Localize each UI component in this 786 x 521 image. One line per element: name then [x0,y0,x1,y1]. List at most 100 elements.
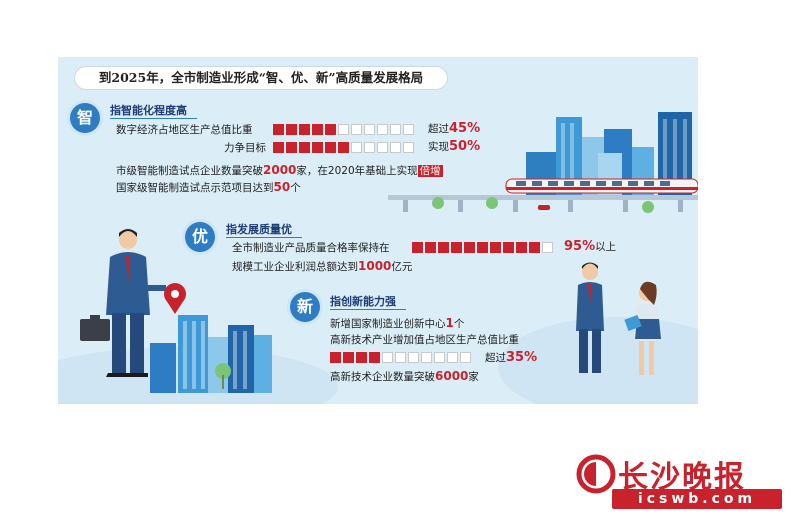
xin-line4: 高新技术企业数量突破6000家 [330,369,479,384]
progress-segment [403,142,414,153]
zhi-row2-value-line: 实现50% [428,140,480,154]
progress-segment [460,352,471,363]
zhi-line4-b: 个 [290,182,301,194]
progress-segment [364,124,375,135]
zhi-row2-bar [273,142,414,153]
progress-segment [273,124,284,135]
zhi-row1-prefix: 超过 [428,123,449,135]
you-heading: 指发展质量优 [226,222,302,238]
you-line1-label: 全市制造业产品质量合格率保持在 [232,242,390,254]
zhi-heading: 指智能化程度高 [110,103,197,119]
progress-segment [477,242,488,253]
colleagues-figure [576,262,661,375]
xin-line1: 新增国家制造业创新中心1个 [330,316,464,331]
xin-line4-a: 高新技术企业数量突破 [330,371,435,383]
progress-segment [403,124,414,135]
you-line2-a: 规模工业企业利润总额达到 [232,261,358,273]
xin-line2: 高新技术产业增加值占地区生产总值比重 [330,334,519,346]
location-pin-icon [164,283,186,314]
progress-segment [351,142,362,153]
progress-segment [299,124,310,135]
progress-segment [390,142,401,153]
zhi-line3-tag: 倍增 [417,165,443,177]
zhi-line3: 市级智能制造试点企业数量突破2000家，在2020年基础上实现倍增 [116,163,443,178]
progress-segment [369,352,380,363]
zhi-row1-label: 数字经济占地区生产总值比重 [116,124,253,136]
progress-segment [542,242,553,253]
you-badge: 优 [185,222,215,252]
progress-segment [286,124,297,135]
train-illustration [505,178,698,194]
newspaper-logo-icon [576,454,616,494]
progress-segment [451,242,462,253]
xin-line3-value-line: 超过35% [485,351,537,365]
infographic-panel [58,57,698,404]
zhi-line4-a: 国家级智能制造试点示范项目达到 [116,182,274,194]
page-title: 到2025年，全市制造业形成“智、优、新”高质量发展格局 [74,66,448,90]
xin-line1-a: 新增国家制造业创新中心 [330,318,446,330]
xin-line3-value: 35% [506,350,538,365]
zhi-line4-num: 50 [273,180,291,194]
zhi-line4: 国家级智能制造试点示范项目达到50个 [116,180,301,195]
you-line2-b: 亿元 [391,261,413,273]
progress-segment [356,352,367,363]
progress-segment [425,242,436,253]
progress-segment [330,352,341,363]
progress-segment [464,242,475,253]
progress-segment [438,242,449,253]
zhi-line3-b: 家，在2020年基础上实现 [296,165,418,177]
zhi-row1-bar [273,124,414,135]
zhi-row2-label: 力争目标 [224,142,266,154]
xin-heading: 指创新能力强 [330,294,406,310]
xin-line4-b: 家 [468,371,479,383]
businessman-figure [80,229,166,377]
progress-segment [325,142,336,153]
progress-segment [338,142,349,153]
progress-segment [312,124,323,135]
progress-segment [312,142,323,153]
you-line2: 规模工业企业利润总额达到1000亿元 [232,259,412,274]
you-line1-suffix: 以上 [595,241,617,253]
progress-segment [390,124,401,135]
progress-segment [490,242,501,253]
xin-badge: 新 [290,292,320,322]
progress-segment [273,142,284,153]
progress-segment [412,242,423,253]
progress-segment [338,124,349,135]
progress-segment [343,352,354,363]
xin-line1-num: 1 [445,316,454,330]
progress-segment [351,124,362,135]
zhi-row1-value: 45% [449,121,481,136]
progress-segment [377,124,388,135]
zhi-row2-value: 50% [449,139,481,154]
progress-segment [408,352,419,363]
xin-line1-b: 个 [453,318,465,330]
progress-segment [377,142,388,153]
you-line1-bar [412,242,553,253]
xin-line3-bar [330,352,471,363]
you-line2-num: 1000 [358,259,392,273]
you-line1-value: 95% [564,239,596,254]
progress-segment [286,142,297,153]
xin-line3-prefix: 超过 [485,352,506,364]
progress-segment [516,242,527,253]
progress-segment [325,124,336,135]
buildings-bottom-left [150,315,272,393]
xin-line4-num: 6000 [435,369,469,383]
zhi-badge: 智 [70,103,100,133]
progress-segment [395,352,406,363]
progress-segment [299,142,310,153]
progress-segment [447,352,458,363]
progress-segment [421,352,432,363]
zhi-row2-prefix: 实现 [428,141,449,153]
progress-segment [434,352,445,363]
progress-segment [503,242,514,253]
illustration-background [58,112,698,404]
progress-segment [529,242,540,253]
zhi-row1-value-line: 超过45% [428,122,480,136]
progress-segment [382,352,393,363]
progress-segment [364,142,375,153]
zhi-line3-a: 市级智能制造试点企业数量突破 [116,165,263,177]
newspaper-logo-url: icswb.com [612,489,782,509]
zhi-line3-num: 2000 [263,163,297,177]
